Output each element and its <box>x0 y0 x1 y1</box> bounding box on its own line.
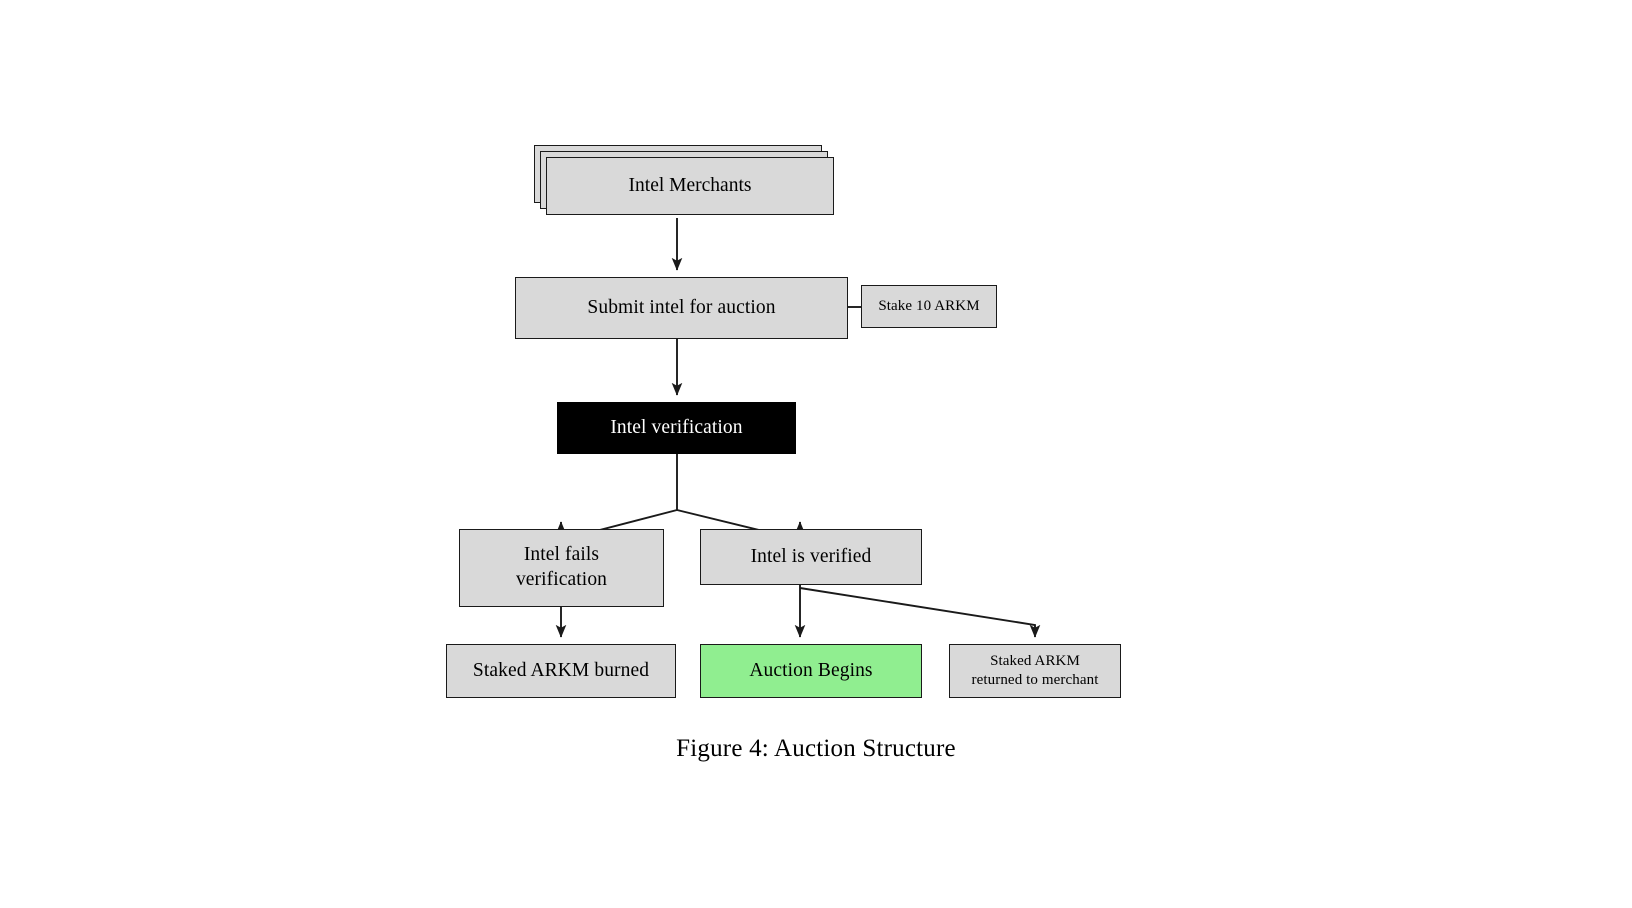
node-auction-begins[interactable]: Auction Begins <box>700 644 922 698</box>
node-label-intel-merchants: Intel Merchants <box>628 175 752 196</box>
node-intel-merchants[interactable]: Intel Merchants <box>534 145 834 218</box>
stack-card-front: Intel Merchants <box>546 157 834 215</box>
node-label-submit-intel-for-auction: Submit intel for auction <box>587 296 776 318</box>
node-intel-is-verified[interactable]: Intel is verified <box>700 529 922 585</box>
node-submit-intel-for-auction[interactable]: Submit intel for auction <box>515 277 848 339</box>
edge-verified-to-returned <box>799 587 1041 638</box>
node-staked-arkm-burned[interactable]: Staked ARKM burned <box>446 644 676 698</box>
node-intel-verification[interactable]: Intel verification <box>557 402 796 454</box>
figure-caption: Figure 4: Auction Structure <box>676 735 956 762</box>
node-stake-10-arkm[interactable]: Stake 10 ARKM <box>861 285 997 328</box>
node-label-intel-fails-verification: Intel fails verification <box>515 544 608 590</box>
node-label-staked-arkm-burned: Staked ARKM burned <box>472 659 650 681</box>
node-label-auction-begins: Auction Begins <box>749 659 873 681</box>
node-label-intel-verification: Intel verification <box>610 416 743 438</box>
node-label-stake-10-arkm: Stake 10 ARKM <box>878 297 980 314</box>
node-intel-fails-verification[interactable]: Intel fails verification <box>459 529 664 607</box>
node-label-intel-is-verified: Intel is verified <box>750 545 872 567</box>
node-staked-arkm-returned[interactable]: Staked ARKM returned to merchant <box>949 644 1121 698</box>
node-label-staked-arkm-returned: Staked ARKM returned to merchant <box>971 652 1099 688</box>
